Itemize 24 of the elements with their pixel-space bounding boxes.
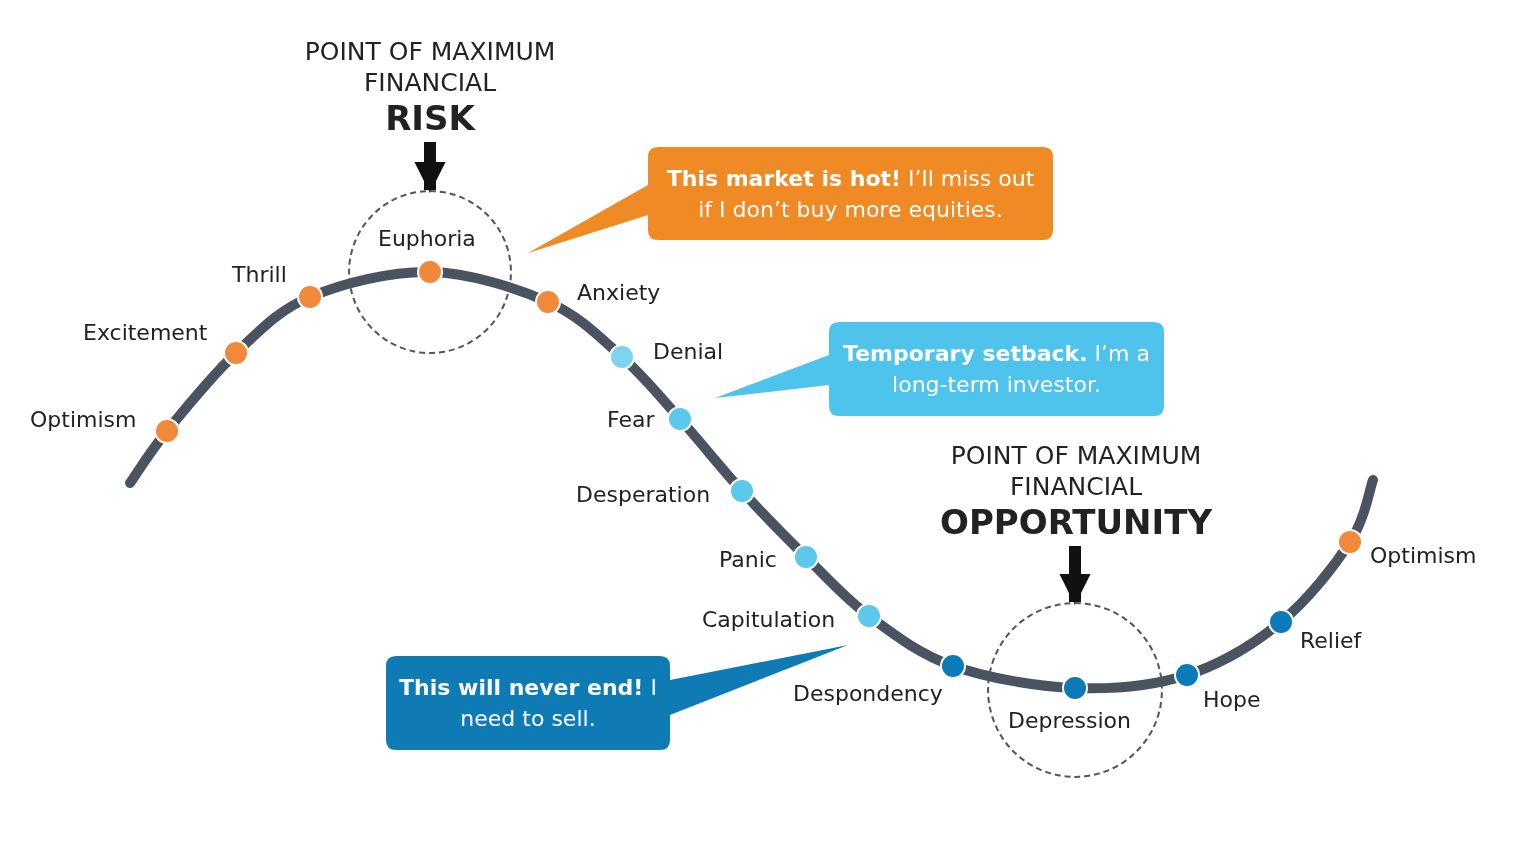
emotion-label: Denial [653,339,724,364]
dashed-circle [987,602,1163,778]
emotion-label: Capitulation [702,607,836,632]
callout-text: This will never end! I need to sell. [398,674,658,733]
emotion-label: Anxiety [577,280,661,305]
callout-text: This market is hot! I’ll miss out if I don’t buy more equities. [665,164,1036,224]
emphasis-heading: OPPORTUNITY [940,502,1212,542]
emotion-label: Optimism [1370,543,1477,568]
emphasis-heading: RISK [385,98,475,138]
heading-text: POINT OF MAXIMUM FINANCIAL [949,440,1203,502]
emotion-label: Thrill [232,262,287,287]
heading-text: POINT OF MAXIMUM FINANCIAL [303,36,557,98]
emotion-label: Fear [607,407,655,432]
emotion-label: Excitement [83,320,208,345]
emotion-label: Despondency [793,681,943,706]
emotion-label: Hope [1203,687,1261,712]
emotion-label: Depression [1008,708,1131,733]
dashed-circle [348,190,512,354]
emotion-label: Relief [1300,628,1362,653]
emotion-label: Euphoria [378,226,476,251]
emotion-label: Desperation [576,482,711,507]
emotion-label: Panic [719,547,777,572]
emotion-label: Optimism [30,407,137,432]
callout-text: Temporary setback. I’m a long-term investor. [842,340,1151,399]
